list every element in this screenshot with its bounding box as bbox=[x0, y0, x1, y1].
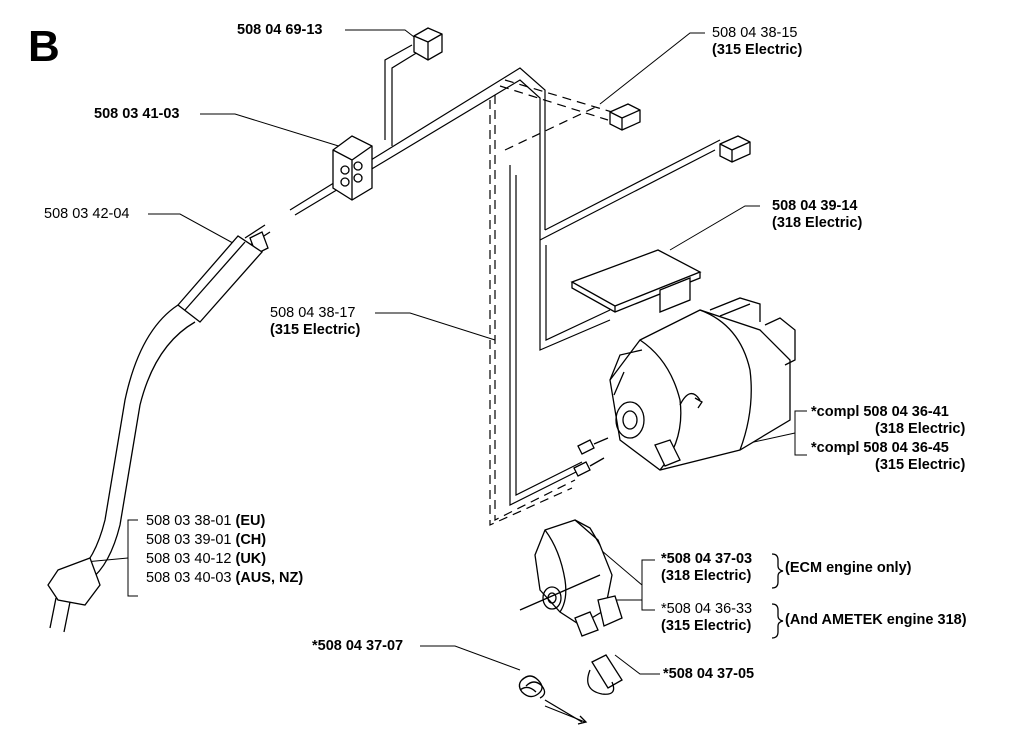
part-note-315-electric-b: (315 Electric) bbox=[270, 322, 361, 338]
part-note-315-electric-c: (315 Electric) bbox=[875, 457, 966, 473]
part-note-318-electric-a: (318 Electric) bbox=[772, 215, 863, 231]
power-cord bbox=[47, 224, 271, 633]
brush-spring bbox=[518, 675, 588, 725]
part-label-508-04-38-15: 508 04 38-15 bbox=[712, 25, 798, 41]
brace-ecm bbox=[771, 553, 784, 589]
cord-region: (EU) bbox=[235, 513, 266, 529]
cord-region: (UK) bbox=[235, 551, 267, 567]
part-label-compl-508-04-36-45: *compl 508 04 36-45 bbox=[811, 440, 949, 456]
cord-region: (AUS, NZ) bbox=[235, 570, 304, 586]
group-note-ametek-engine-318: (And AMETEK engine 318) bbox=[785, 612, 967, 628]
cord-variant-eu: 508 03 38-01 (EU) bbox=[146, 513, 303, 530]
part-label-508-04-37-05: *508 04 37-05 bbox=[663, 666, 755, 682]
leader-lines bbox=[84, 29, 807, 723]
cord-variant-aus-nz: 508 03 40-03 (AUS, NZ) bbox=[146, 570, 303, 587]
wire-harness bbox=[289, 44, 721, 506]
cord-number: 508 03 40-03 bbox=[146, 570, 232, 586]
part-label-508-04-69-13: 508 04 69-13 bbox=[237, 22, 323, 38]
cord-region: (CH) bbox=[235, 532, 267, 548]
cord-number: 508 03 38-01 bbox=[146, 513, 232, 529]
part-note-315-electric-a: (315 Electric) bbox=[712, 42, 803, 58]
cord-variant-ch: 508 03 39-01 (CH) bbox=[146, 532, 303, 549]
connector-plug-top bbox=[413, 27, 443, 61]
part-note-318-electric-b: (318 Electric) bbox=[875, 421, 966, 437]
part-note-315-electric-d: (315 Electric) bbox=[661, 618, 752, 634]
part-label-508-03-42-04: 508 03 42-04 bbox=[44, 206, 130, 222]
circuit-board bbox=[570, 249, 702, 313]
cord-number: 508 03 39-01 bbox=[146, 532, 232, 548]
section-letter: B bbox=[28, 22, 60, 71]
part-label-508-04-37-07: *508 04 37-07 bbox=[312, 638, 404, 654]
brush-holder bbox=[519, 519, 623, 637]
part-label-compl-508-04-36-41: *compl 508 04 36-41 bbox=[811, 404, 949, 420]
part-label-508-04-36-33: *508 04 36-33 bbox=[661, 601, 753, 617]
carbon-brush bbox=[587, 654, 623, 695]
cord-variant-uk: 508 03 40-12 (UK) bbox=[146, 551, 303, 568]
part-label-508-04-39-14: 508 04 39-14 bbox=[772, 198, 858, 214]
dashed-wires bbox=[489, 79, 613, 526]
motor-assembly bbox=[609, 297, 796, 471]
terminal-block bbox=[332, 135, 373, 201]
brace-ametek bbox=[771, 603, 784, 639]
group-note-ecm-engine-only: (ECM engine only) bbox=[785, 560, 912, 576]
spade-connectors bbox=[573, 437, 609, 477]
part-note-318-electric-c: (318 Electric) bbox=[661, 568, 752, 584]
connector-plug-318 bbox=[719, 135, 751, 163]
part-label-508-04-37-03: *508 04 37-03 bbox=[661, 551, 753, 567]
cord-number: 508 03 40-12 bbox=[146, 551, 232, 567]
cord-variant-list: 508 03 38-01 (EU) 508 03 39-01 (CH) 508 … bbox=[146, 513, 303, 587]
part-label-508-03-41-03: 508 03 41-03 bbox=[94, 106, 180, 122]
connector-plug-315 bbox=[609, 103, 641, 131]
part-label-508-04-38-17: 508 04 38-17 bbox=[270, 305, 356, 321]
